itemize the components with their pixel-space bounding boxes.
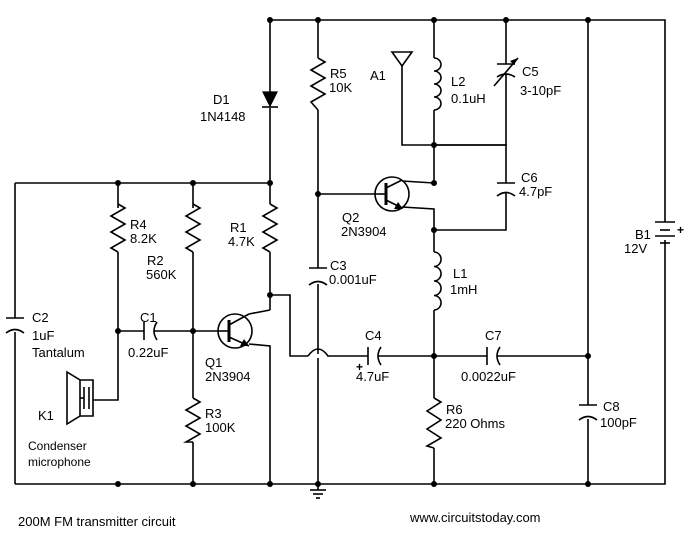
- r5-value: 10K: [329, 80, 352, 95]
- c4-ref: C4: [365, 328, 382, 343]
- l1-value: 1mH: [450, 282, 477, 297]
- capacitor-c6-symbol: [496, 182, 516, 197]
- q1-ref: Q1: [205, 355, 222, 370]
- k1-desc-line1: Condenser: [28, 439, 87, 453]
- resistor-r6-symbol: [424, 397, 443, 449]
- resistor-r1-symbol: [261, 203, 279, 253]
- l1-ref: L1: [453, 266, 467, 281]
- c7-ref: C7: [485, 328, 502, 343]
- c3-ref: C3: [330, 258, 347, 273]
- capacitor-c1-symbol: [143, 321, 158, 341]
- c2-value: 1uF: [32, 328, 54, 343]
- r5-ref: R5: [330, 66, 347, 81]
- c7-value: 0.0022uF: [461, 369, 516, 384]
- capacitor-c8-symbol: [578, 404, 598, 421]
- capacitor-c4-symbol: +: [356, 346, 382, 374]
- r3-value: 100K: [205, 420, 236, 435]
- junctions: [115, 17, 591, 487]
- k1-ref: K1: [38, 408, 54, 423]
- inductor-l2-symbol: [433, 57, 442, 111]
- q2-value: 2N3904: [341, 224, 387, 239]
- wire-crossover: [307, 348, 329, 358]
- diode-d1-symbol: [262, 91, 278, 108]
- c5-ref: C5: [522, 64, 539, 79]
- c4-value: 4.7uF: [356, 369, 389, 384]
- r4-ref: R4: [130, 217, 147, 232]
- a1-ref: A1: [370, 68, 386, 83]
- d1-ref: D1: [213, 92, 230, 107]
- page-title: 200M FM transmitter circuit: [18, 514, 176, 529]
- microphone-k1-symbol: [66, 370, 94, 426]
- c6-ref: C6: [521, 170, 538, 185]
- c2-ref: C2: [32, 310, 49, 325]
- c1-value: 0.22uF: [128, 345, 169, 360]
- r2-value: 560K: [146, 267, 177, 282]
- battery-b1-symbol: +: [655, 221, 684, 244]
- q2-ref: Q2: [342, 210, 359, 225]
- l2-value: 0.1uH: [451, 91, 486, 106]
- capacitor-c7-symbol: [486, 346, 501, 366]
- c8-value: 100pF: [600, 415, 637, 430]
- transistor-q2-symbol: [374, 176, 410, 212]
- c5-value: 3-10pF: [520, 83, 561, 98]
- c1-ref: C1: [140, 310, 157, 325]
- r3-ref: R3: [205, 406, 222, 421]
- inductor-l1-symbol: [433, 251, 442, 311]
- r6-value: 220 Ohms: [445, 416, 505, 431]
- resistor-r5-symbol: [309, 57, 327, 111]
- r1-value: 4.7K: [228, 234, 255, 249]
- capacitor-c3-symbol: [308, 267, 328, 286]
- capacitor-c5-symbol: [493, 57, 519, 87]
- wires: [14, 19, 666, 485]
- b1-value: 12V: [624, 241, 647, 256]
- l2-ref: L2: [451, 74, 465, 89]
- transistor-q1-symbol: [217, 309, 271, 349]
- c6-value: 4.7pF: [519, 184, 552, 199]
- resistor-r4-symbol: [109, 203, 127, 253]
- antenna-a1-symbol: [390, 51, 414, 68]
- c2-note: Tantalum: [32, 345, 85, 360]
- r4-value: 8.2K: [130, 231, 157, 246]
- svg-text:+: +: [356, 360, 363, 374]
- r6-ref: R6: [446, 402, 463, 417]
- ground-icon: [310, 484, 326, 499]
- b1-ref: B1: [635, 227, 651, 242]
- resistor-r2-symbol: [184, 203, 202, 253]
- svg-text:+: +: [677, 223, 684, 237]
- r1-ref: R1: [230, 220, 247, 235]
- capacitor-c2-symbol: [5, 317, 25, 334]
- d1-value: 1N4148: [200, 109, 246, 124]
- c3-value: 0.001uF: [329, 272, 377, 287]
- component-labels: D1 1N4148 R5 10K A1 L2 0.1uH C5 3-10pF C…: [28, 64, 651, 469]
- q1-value: 2N3904: [205, 369, 251, 384]
- c8-ref: C8: [603, 399, 620, 414]
- website-url: www.circuitstoday.com: [409, 510, 541, 525]
- r2-ref: R2: [147, 253, 164, 268]
- k1-desc-line2: microphone: [28, 455, 91, 469]
- resistor-r3-symbol: [182, 397, 202, 443]
